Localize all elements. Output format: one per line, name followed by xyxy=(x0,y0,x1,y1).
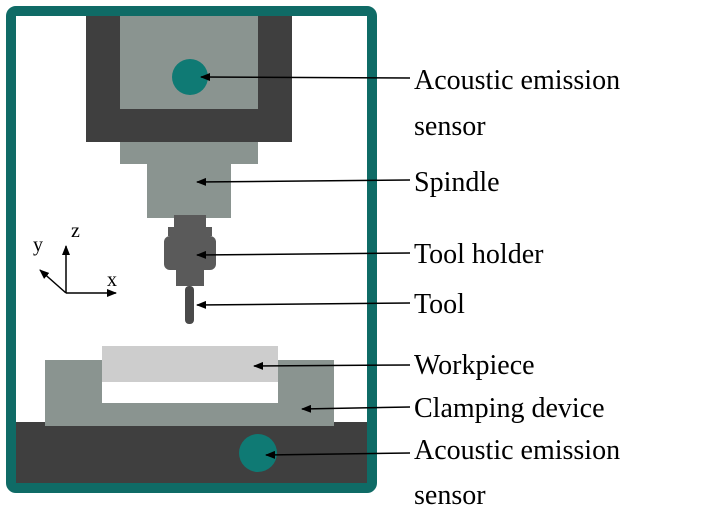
clamping-gap xyxy=(102,382,278,403)
tool-holder-nose xyxy=(176,270,204,286)
machine-frame xyxy=(6,6,377,493)
label-tool-holder: Tool holder xyxy=(414,239,544,270)
machine-bed xyxy=(16,422,367,483)
coordinate-axes: z y x xyxy=(33,220,117,297)
leader-workpiece xyxy=(253,361,411,370)
leader-ae-sensor-top xyxy=(200,73,411,82)
leader-lines xyxy=(196,73,411,459)
tool-holder-body xyxy=(164,236,216,270)
label-ae-sensor-top-line2: sensor xyxy=(414,111,486,142)
tool-holder-neck xyxy=(174,215,206,227)
axis-label-z: z xyxy=(71,220,80,242)
workpiece xyxy=(102,346,278,382)
leader-tool xyxy=(196,300,411,309)
ae-sensor-bottom xyxy=(239,434,277,472)
tool-holder-flange xyxy=(168,227,212,236)
ae-sensor-top xyxy=(172,59,208,95)
label-clamping-device: Clamping device xyxy=(414,393,605,424)
tool-shank xyxy=(185,286,194,324)
spindle-body xyxy=(147,164,231,218)
axis-label-y: y xyxy=(33,234,43,256)
axis-label-x: x xyxy=(107,269,117,291)
leader-clamping-device xyxy=(301,404,411,413)
label-ae-sensor-bottom-line2: sensor xyxy=(414,480,486,511)
leader-spindle xyxy=(196,177,411,186)
label-tool: Tool xyxy=(414,289,465,320)
label-ae-sensor-top-line1: Acoustic emission xyxy=(414,65,620,96)
label-workpiece: Workpiece xyxy=(414,350,535,381)
label-ae-sensor-bottom-line1: Acoustic emission xyxy=(414,435,620,466)
spindle-collar xyxy=(120,142,258,164)
leader-tool-holder xyxy=(196,250,411,259)
leader-ae-sensor-bottom xyxy=(265,450,411,459)
label-spindle: Spindle xyxy=(414,167,500,198)
callout-labels: Acoustic emission sensor Spindle Tool ho… xyxy=(414,65,620,511)
